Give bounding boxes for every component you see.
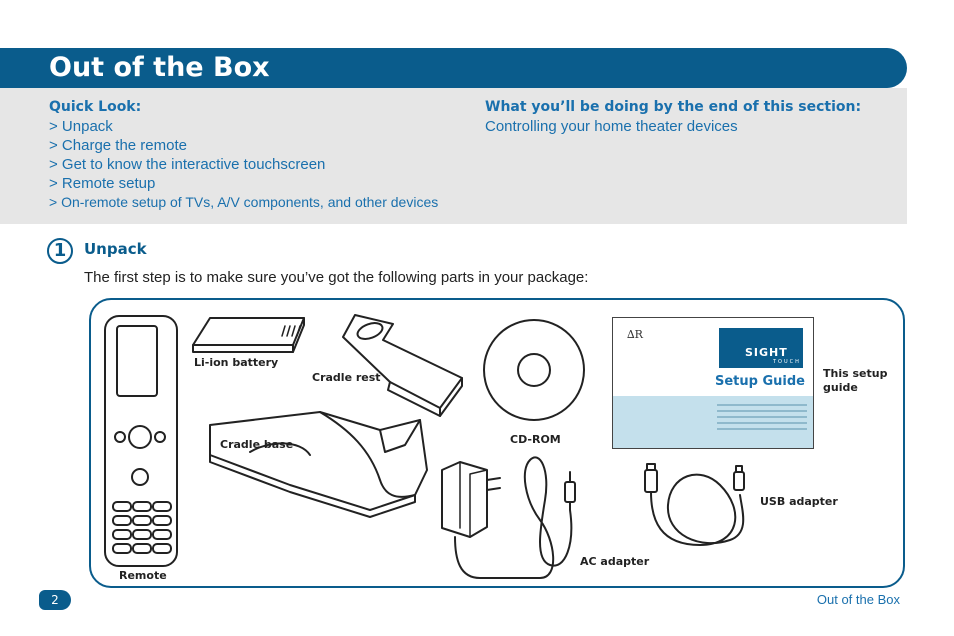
label-usb-adapter: USB adapter [760, 495, 838, 508]
title-band: Out of the Box [0, 48, 907, 88]
cradle-rest-illustration [342, 314, 463, 417]
quick-look-panel: Quick Look: > Unpack > Charge the remote… [0, 88, 907, 224]
step-intro: The first step is to make sure you’ve go… [84, 269, 589, 286]
step-title: Unpack [84, 240, 147, 258]
label-setup-guide-2: guide [823, 381, 858, 394]
section-goal: What you’ll be doing by the end of this … [485, 98, 861, 136]
quick-look-item: > Remote setup [49, 175, 156, 192]
footer-section: Out of the Box [816, 592, 900, 607]
guide-brand-sub: TOUCH [773, 359, 801, 365]
page-title: Out of the Box [49, 52, 270, 83]
goal-text: Controlling your home theater devices [485, 118, 738, 135]
ac-adapter-illustration [441, 456, 576, 579]
step-number: 1 [47, 238, 73, 264]
guide-text-lines [717, 404, 807, 434]
xsight-logo-icon [719, 328, 803, 368]
parts-frame [89, 298, 905, 588]
goal-heading: What you’ll be doing by the end of this … [485, 99, 862, 115]
label-cradle-rest: Cradle rest [312, 371, 381, 384]
cradle-base-illustration [209, 411, 428, 518]
guide-brand: SIGHT [745, 346, 788, 359]
label-battery: Li-ion battery [194, 356, 279, 369]
label-remote: Remote [119, 569, 167, 582]
remote-illustration [104, 315, 178, 567]
quick-look-item: > On-remote setup of TVs, A/V components… [49, 194, 439, 210]
ar-logo-icon: ∆R [627, 328, 643, 341]
page-number: 2 [39, 590, 71, 610]
setup-guide-cover: ∆R SIGHT TOUCH Setup Guide [612, 317, 814, 449]
quick-look-heading: Quick Look: [49, 99, 142, 115]
label-cd-rom: CD-ROM [510, 433, 561, 446]
quick-look-item: > Unpack [49, 118, 113, 135]
guide-title: Setup Guide [715, 374, 805, 389]
label-ac-adapter: AC adapter [580, 555, 650, 568]
cd-rom-illustration [483, 319, 585, 421]
usb-adapter-illustration [644, 463, 745, 546]
label-cradle-base: Cradle base [220, 438, 294, 451]
quick-look-item: > Get to know the interactive touchscree… [49, 156, 326, 173]
battery-illustration [192, 317, 305, 353]
label-setup-guide-1: This setup [823, 367, 888, 380]
quick-look-list: Quick Look: > Unpack > Charge the remote… [49, 98, 438, 212]
quick-look-item: > Charge the remote [49, 137, 187, 154]
